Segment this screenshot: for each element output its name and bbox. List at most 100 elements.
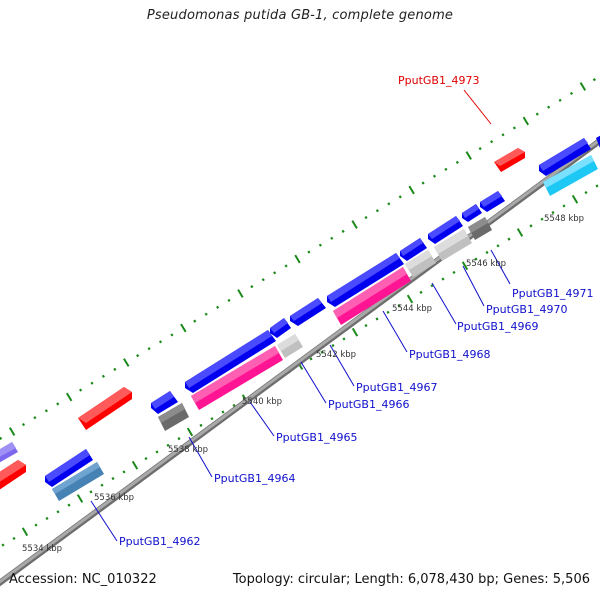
outer-ring-minor-tick — [558, 98, 562, 102]
outer-ring-minor-tick — [455, 160, 459, 164]
inner-ring-minor-tick — [67, 503, 71, 507]
gene-blue-4969-row[interactable] — [400, 238, 427, 261]
outer-ring-minor-tick — [147, 347, 151, 351]
gene-blue-right[interactable] — [539, 138, 591, 176]
inner-ring-major-tick — [461, 261, 469, 271]
gene-label-PputGB1_4966[interactable]: PputGB1_4966 — [328, 398, 409, 411]
inner-ring-minor-tick — [34, 523, 38, 527]
gene-label-PputGB1_4967[interactable]: PputGB1_4967 — [356, 381, 437, 394]
outer-ring-minor-tick — [318, 243, 322, 247]
gene-blue-4971-row-a[interactable] — [462, 204, 482, 222]
inner-ring-minor-tick — [386, 310, 390, 314]
inner-ring-minor-tick — [540, 217, 544, 221]
gene-PputGB1_4965[interactable] — [191, 346, 283, 410]
gene-blue-4962-row[interactable] — [45, 449, 93, 487]
inner-ring-minor-tick — [144, 457, 148, 461]
gene-blue-4970-row[interactable] — [428, 216, 463, 244]
outer-ring-minor-tick — [330, 236, 334, 240]
inner-ring-minor-tick — [331, 343, 335, 348]
inner-ring-minor-tick — [232, 403, 236, 407]
gene-PputGB1_4968[interactable] — [333, 267, 411, 325]
outer-ring-major-tick — [180, 323, 187, 333]
inner-ring-major-tick — [571, 194, 579, 204]
gene-label-PputGB1_4971[interactable]: PputGB1_4971 — [512, 287, 593, 300]
inner-tick-ring — [1, 184, 599, 547]
inner-ring-major-tick — [406, 294, 414, 304]
gene-blue-mid-long[interactable] — [327, 253, 404, 307]
gene-forward-red-edge[interactable] — [0, 460, 26, 496]
gene-blue-4971-row-b[interactable] — [480, 191, 505, 212]
gene-blue-4967-row[interactable] — [270, 318, 291, 338]
outer-ring-minor-tick — [250, 285, 254, 289]
outer-ring-minor-tick — [387, 202, 391, 206]
inner-ring-minor-tick — [562, 204, 566, 208]
inner-ring-minor-tick — [221, 410, 225, 414]
gene-label-PputGB1_4969[interactable]: PputGB1_4969 — [457, 320, 538, 333]
gene-label-PputGB1_4968[interactable]: PputGB1_4968 — [409, 348, 490, 361]
gene-PputGB1_4971[interactable] — [468, 217, 492, 240]
inner-ring-minor-tick — [166, 443, 170, 447]
gene-sky-blue[interactable] — [543, 155, 598, 196]
outer-ring-minor-tick — [56, 402, 60, 406]
label-leader-lines — [90, 89, 511, 542]
inner-ring-minor-tick — [177, 437, 181, 441]
outer-ring-minor-tick — [90, 381, 94, 385]
outer-ring-major-tick — [8, 427, 16, 436]
outer-ring-major-tick — [294, 254, 301, 264]
inner-ring-minor-tick — [551, 210, 555, 215]
gene-labels: PputGB1_4973 PputGB1_4971 PputGB1_4970 P… — [119, 74, 593, 548]
inner-ring-minor-tick — [111, 476, 115, 481]
gene-label-PputGB1_4973[interactable]: PputGB1_4973 — [398, 74, 479, 87]
gene-PputGB1_4973[interactable] — [494, 148, 525, 172]
inner-ring-major-tick — [351, 327, 359, 337]
gene-PputGB1_4970[interactable] — [434, 229, 472, 261]
inner-ring-minor-tick — [45, 516, 49, 521]
outer-ring-minor-tick — [512, 126, 516, 130]
outer-ring-major-tick — [123, 358, 130, 367]
inner-ring-minor-tick — [441, 277, 445, 281]
gene-PputGB1_4969[interactable] — [405, 250, 436, 277]
outer-ring-minor-tick — [284, 264, 288, 268]
gene-slate-purple-edge[interactable] — [0, 442, 18, 468]
outer-ring-minor-tick — [0, 436, 3, 440]
outer-ring-minor-tick — [501, 133, 505, 137]
scale-label-5546: 5546 kbp — [466, 259, 506, 269]
gene-blue-right-edge[interactable] — [596, 130, 600, 150]
outer-ring-major-tick — [408, 185, 415, 195]
inner-ring-major-tick — [186, 427, 194, 437]
inner-ring-major-tick — [516, 228, 524, 237]
inner-ring-minor-tick — [507, 237, 511, 241]
outer-ring-minor-tick — [569, 91, 574, 95]
outer-ring-minor-tick — [547, 105, 551, 109]
inner-ring-minor-tick — [595, 184, 599, 188]
gene-PputGB1_4964[interactable] — [158, 403, 189, 431]
scale-labels: 5534 kbp 5536 kbp 5538 kbp 5540 kbp 5542… — [22, 214, 584, 554]
gene-label-PputGB1_4965[interactable]: PputGB1_4965 — [276, 431, 357, 444]
outer-ring-minor-tick — [307, 250, 311, 254]
gene-PputGB1_4966[interactable] — [277, 334, 303, 358]
inner-ring-minor-tick — [419, 290, 423, 294]
gene-PputGB1_4962[interactable] — [52, 462, 104, 501]
outer-ring-minor-tick — [364, 216, 368, 220]
outer-ring-minor-tick — [158, 340, 163, 344]
gene-blue-4964-row[interactable] — [151, 391, 178, 414]
outer-ring-minor-tick — [227, 298, 231, 302]
outer-ring-major-tick — [579, 82, 587, 91]
outer-ring-minor-tick — [33, 416, 37, 420]
inner-ring-major-tick — [21, 527, 29, 537]
outer-ring-minor-tick — [113, 367, 117, 371]
outer-ring-minor-tick — [535, 112, 539, 116]
scale-label-5540: 5540 kbp — [242, 397, 282, 407]
outer-ring-minor-tick — [216, 305, 220, 309]
outer-ring-minor-tick — [44, 409, 48, 413]
outer-ring-minor-tick — [273, 271, 277, 275]
outer-ring-minor-tick — [204, 312, 208, 316]
inner-ring-minor-tick — [1, 543, 5, 547]
gene-forward-red-left[interactable] — [78, 387, 132, 430]
gene-label-PputGB1_4964[interactable]: PputGB1_4964 — [214, 472, 295, 485]
gene-label-PputGB1_4970[interactable]: PputGB1_4970 — [486, 303, 567, 316]
gene-blue-mid-1[interactable] — [290, 298, 326, 326]
gene-blue-long[interactable] — [185, 330, 276, 393]
gene-label-PputGB1_4962[interactable]: PputGB1_4962 — [119, 535, 200, 548]
